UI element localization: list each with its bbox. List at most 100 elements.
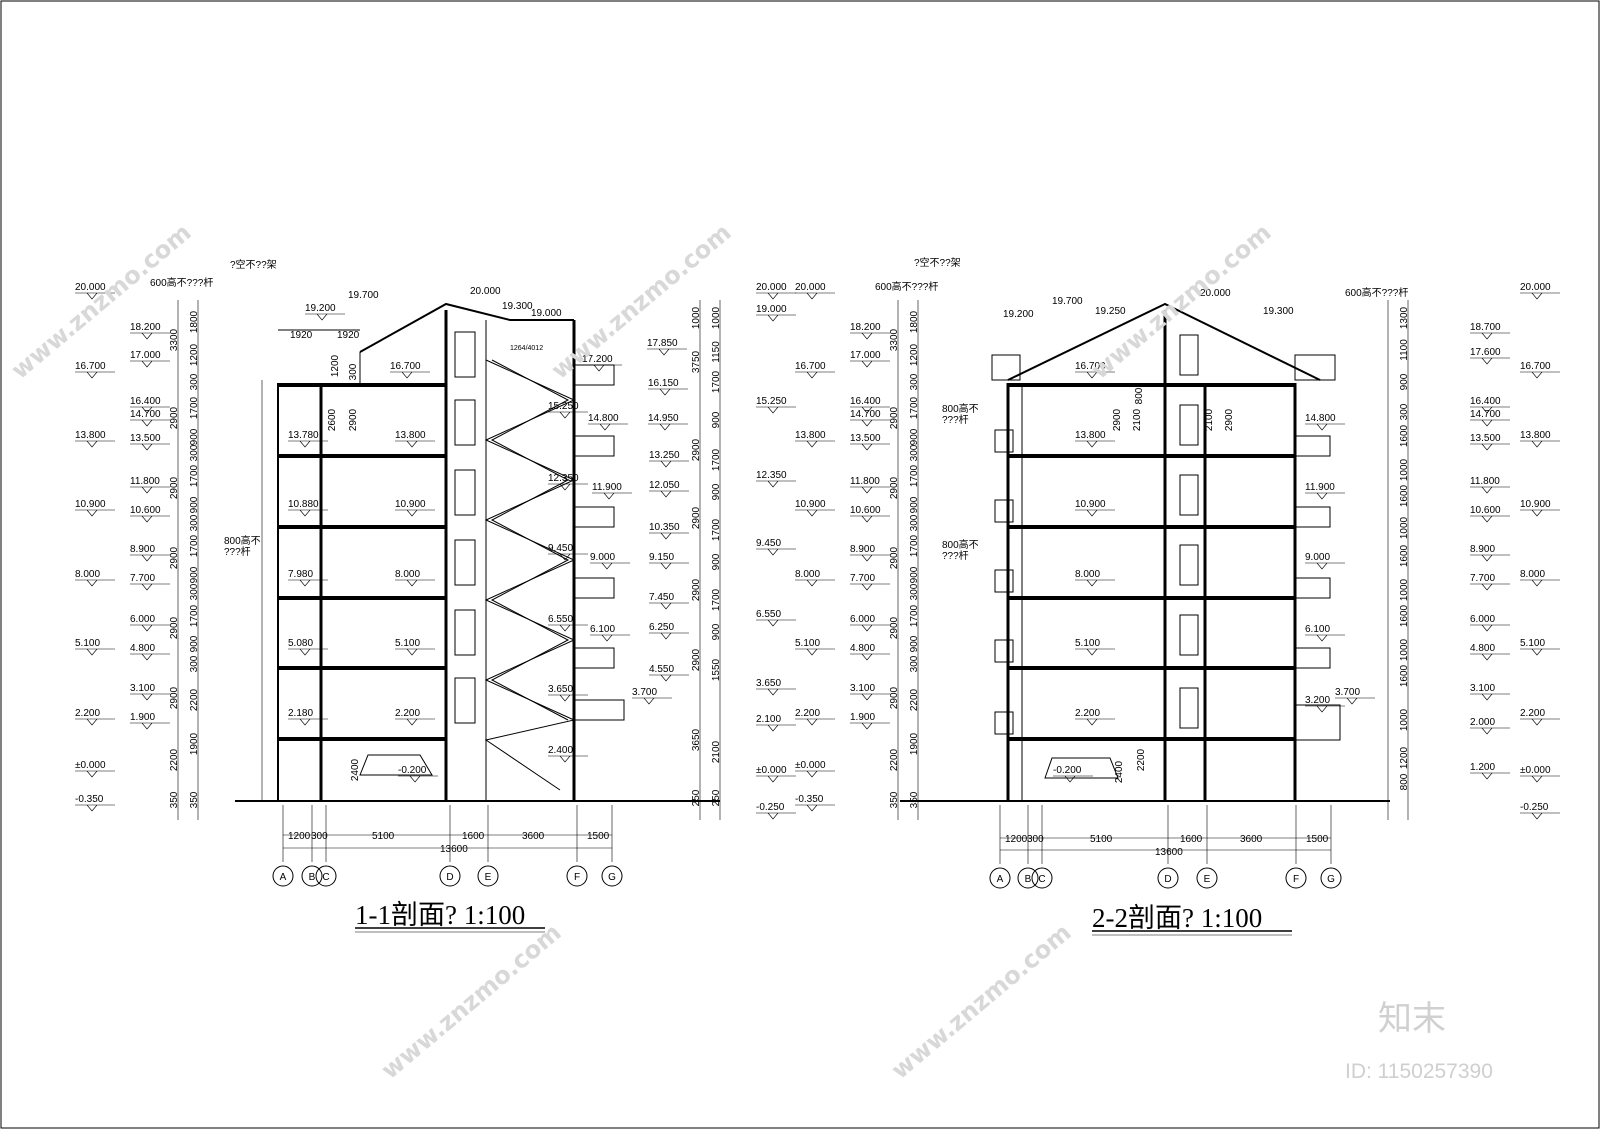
elevation-symbol <box>1520 812 1560 820</box>
elevation-symbol <box>75 371 115 379</box>
elevation-symbol <box>795 371 835 379</box>
elevation-mark: -0.350 <box>795 794 824 805</box>
elevation-mark: ±0.000 <box>756 765 787 776</box>
dim-label: 1700 <box>909 396 920 419</box>
dim-label: 1900 <box>909 732 920 755</box>
elevation-symbol <box>130 693 170 701</box>
elevation-symbol <box>395 509 435 517</box>
elevation-symbol <box>649 490 689 498</box>
elevation-mark: 20.000 <box>756 282 787 293</box>
dim-label: 2100 <box>1204 408 1215 431</box>
elevation-symbol <box>649 674 689 682</box>
elevation-mark: 2.100 <box>756 714 781 725</box>
dim-label: 1150 <box>711 341 722 363</box>
dim-label: 300 <box>189 444 200 461</box>
axis-label: A <box>997 874 1004 885</box>
elevation-mark: 16.400 <box>850 396 881 407</box>
elevation-mark: 14.700 <box>1470 409 1501 420</box>
elevation-mark: 13.780 <box>288 430 319 441</box>
dim-label: 1700 <box>711 518 722 541</box>
elevation-symbol <box>592 492 632 500</box>
elevation-mark: 16.700 <box>75 361 106 372</box>
elevation-symbol <box>75 718 115 726</box>
elevation-symbol <box>1470 419 1510 427</box>
elevation-mark: 8.900 <box>130 544 155 555</box>
dim-label: 300 <box>189 514 200 531</box>
dim-label: 2900 <box>169 616 180 639</box>
elevation-symbol <box>1470 486 1510 494</box>
dim-label: 19.300 <box>1263 306 1294 317</box>
elevation-mark: 3.100 <box>1470 683 1495 694</box>
dim-label: 2200 <box>909 688 920 711</box>
dim-label: 300 <box>1027 834 1044 845</box>
dim-label: 1000 <box>1399 458 1410 481</box>
elevation-mark: 16.400 <box>1470 396 1501 407</box>
elevation-mark: 6.100 <box>1305 624 1330 635</box>
watermark-logo: 知末 <box>1378 999 1446 1039</box>
elevation-symbol <box>795 440 835 448</box>
watermark-site: www.znzmo.com <box>1086 218 1277 384</box>
elevation-mark: 20.000 <box>795 282 826 293</box>
elevation-mark: 9.000 <box>590 552 615 563</box>
elevation-symbol <box>1305 423 1345 431</box>
axis-label: C <box>1038 874 1045 885</box>
axis-label: B <box>309 872 316 883</box>
dim-label: 800 <box>1399 773 1410 790</box>
elevation-mark: -0.350 <box>75 794 104 805</box>
railing-label: ???杆 <box>942 550 969 562</box>
elevation-mark: 16.700 <box>390 361 421 372</box>
elevation-symbol <box>850 653 890 661</box>
elevation-mark: 3.100 <box>850 683 875 694</box>
elevation-symbol <box>130 486 170 494</box>
dim-label: 1000 <box>1399 638 1410 661</box>
elevation-symbol <box>1470 772 1510 780</box>
elevation-mark: ±0.000 <box>1520 765 1551 776</box>
elevation-symbol <box>130 419 170 427</box>
elevation-mark: 1.900 <box>130 712 155 723</box>
elevation-mark: 18.700 <box>1470 322 1501 333</box>
elevation-symbol <box>548 755 588 763</box>
dim-label: 1920 <box>337 330 360 341</box>
dim-label: 300 <box>311 831 328 842</box>
elevation-mark: 20.000 <box>75 282 106 293</box>
elevation-symbol <box>130 406 170 414</box>
dim-label: 2900 <box>1224 408 1235 431</box>
elevation-symbol <box>75 648 115 656</box>
elevation-symbol <box>1470 515 1510 523</box>
elevation-mark: 5.100 <box>1075 638 1100 649</box>
elevation-symbol <box>1335 697 1375 705</box>
elevation-symbol <box>1470 727 1510 735</box>
elevation-mark: 13.800 <box>395 430 426 441</box>
elevation-symbol <box>795 648 835 656</box>
elevation-mark: -0.200 <box>398 765 427 776</box>
elevation-symbol <box>1520 509 1560 517</box>
dim-label: 900 <box>711 553 722 570</box>
elevation-mark: 2.000 <box>1470 717 1495 728</box>
dim-label: 1000 <box>1399 708 1410 731</box>
dim-label: 350 <box>169 791 180 808</box>
elevation-mark: -0.250 <box>1520 802 1549 813</box>
dim-label: 1500 <box>587 831 610 842</box>
elevation-symbol <box>850 554 890 562</box>
elevation-symbol <box>75 440 115 448</box>
elevation-symbol <box>75 579 115 587</box>
dim-label: 900 <box>711 623 722 640</box>
elevation-symbol <box>1470 406 1510 414</box>
dim-label: 1300 <box>1399 306 1410 329</box>
watermark-site: www.znzmo.com <box>546 218 737 384</box>
elevation-mark: 2.200 <box>795 708 820 719</box>
elevation-mark: 4.550 <box>649 664 674 675</box>
dim-label: 19.200 <box>1003 309 1034 320</box>
elevation-symbol <box>1305 705 1345 713</box>
dim-label: 2100 <box>711 740 722 763</box>
elevation-symbol <box>582 364 622 372</box>
elevation-symbol <box>1305 562 1345 570</box>
dim-label: 19.700 <box>348 290 379 301</box>
dim-label: 300 <box>909 583 920 600</box>
car-outline <box>1044 757 1119 779</box>
elevation-symbol <box>395 440 435 448</box>
elevation-symbol <box>756 688 796 696</box>
elevation-symbol <box>756 314 796 322</box>
elevation-symbol <box>1520 371 1560 379</box>
